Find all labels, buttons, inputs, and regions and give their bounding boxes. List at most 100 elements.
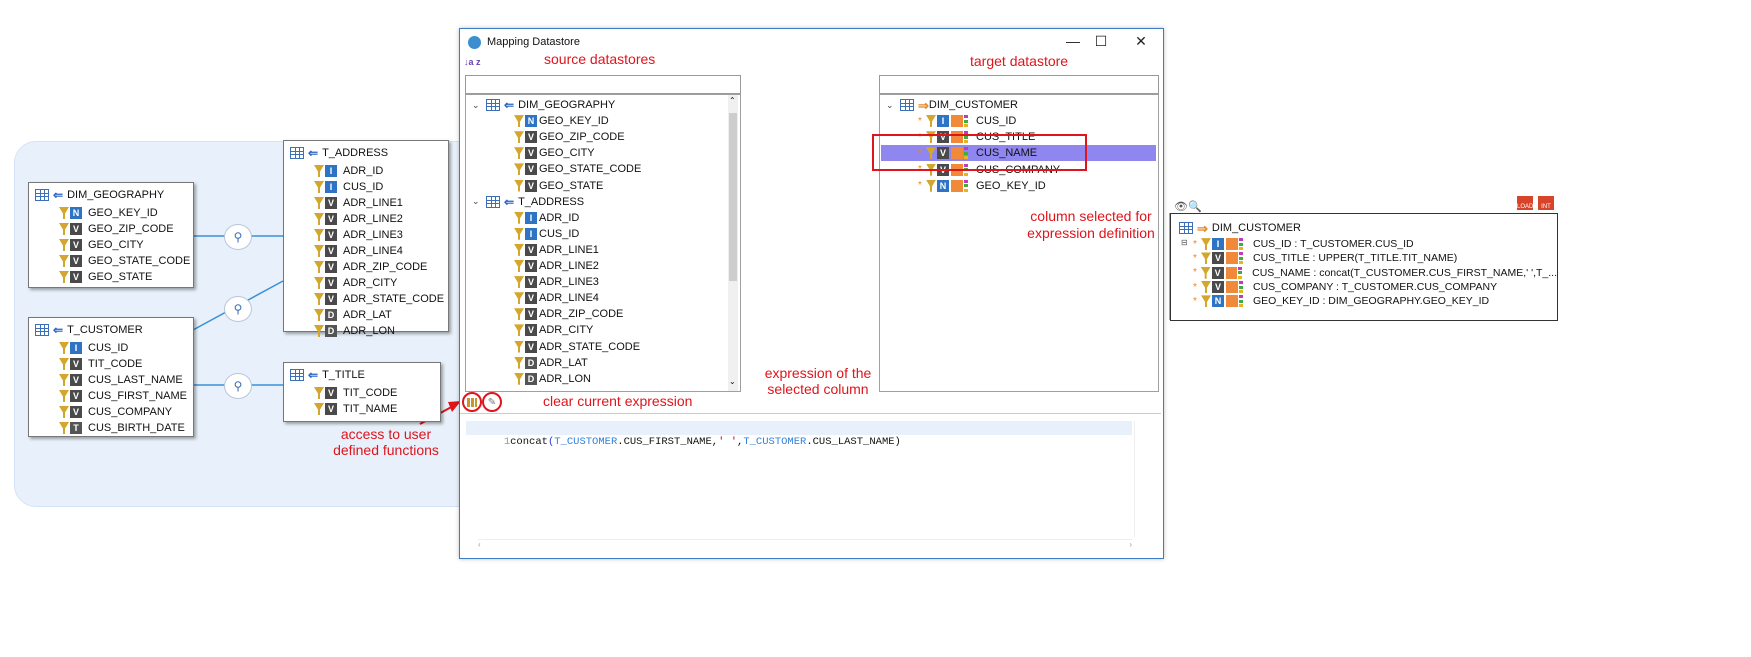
tree-node-label: T_ADDRESS (518, 195, 585, 208)
expand-icon[interactable]: ⌄ (472, 196, 480, 207)
minimize-button[interactable]: — (1066, 33, 1080, 49)
sort-alpha-icon[interactable]: ↓a z (464, 57, 481, 67)
expand-icon[interactable]: ⌄ (472, 99, 480, 110)
int-badge[interactable]: INT (1538, 196, 1554, 210)
expression-editor[interactable]: 1concat(T_CUSTOMER.CUS_FIRST_NAME,' ',T_… (466, 417, 1145, 549)
expr-paren: ( (547, 436, 555, 448)
source-scrollbar[interactable]: ⌃ ⌄ (728, 95, 738, 391)
source-table-node[interactable]: ⌄⇐T_ADDRESS (472, 194, 584, 210)
user-functions-button[interactable] (462, 392, 482, 412)
column-name: TIT_CODE (88, 358, 143, 370)
scrollbar-thumb[interactable] (729, 113, 737, 281)
eye-icon[interactable]: 👁 (1174, 201, 1188, 213)
expand-icon[interactable]: ⌄ (886, 99, 894, 110)
collapse-icon[interactable]: ⊟ (1181, 238, 1188, 247)
scroll-up-icon[interactable]: ⌃ (729, 96, 736, 105)
scroll-down-icon[interactable]: ⌄ (729, 377, 736, 386)
target-table-node[interactable]: ⌄⇒DIM_CUSTOMER (886, 97, 1018, 113)
editor-hscroll[interactable]: ‹› (478, 539, 1132, 549)
close-button[interactable]: ✕ (1135, 33, 1147, 49)
search-icon[interactable]: 🔍 (1188, 201, 1202, 213)
join-customer-title-button[interactable]: ⚲ (224, 373, 252, 399)
join-geography-address-button[interactable]: ⚲ (224, 224, 252, 250)
table-icon (35, 189, 49, 201)
tree-node-label: GEO_STATE_CODE (539, 163, 642, 176)
join-customer-address-button[interactable]: ⚲ (224, 296, 252, 322)
column-name: ADR_ZIP_CODE (343, 261, 428, 273)
column-type-icon: V (314, 403, 337, 415)
expression-line[interactable]: 1concat(T_CUSTOMER.CUS_FIRST_NAME,' ',T_… (466, 421, 1132, 448)
source-filter-input[interactable] (465, 75, 741, 94)
execution-location-icon (1239, 252, 1243, 265)
mapping-target-icon (1225, 266, 1238, 279)
load-badge[interactable]: LOAD (1517, 196, 1533, 210)
source-table-node[interactable]: ⌄⇐DIM_GEOGRAPHY (472, 97, 615, 113)
editor-vscroll[interactable] (1134, 421, 1145, 537)
mandatory-star-icon: * (1193, 252, 1197, 264)
column-type-icon: D (514, 372, 537, 385)
tree-node-label: GEO_KEY_ID (539, 115, 609, 128)
column-type-icon: V (59, 239, 82, 251)
clear-expression-button[interactable]: ✎ (482, 392, 502, 412)
target-filter-input[interactable] (879, 75, 1159, 94)
tree-node-label: ADR_LINE2 (539, 260, 599, 272)
maximize-button[interactable]: ☐ (1094, 33, 1108, 49)
expr-column-1: .CUS_FIRST_NAME, (617, 436, 719, 448)
